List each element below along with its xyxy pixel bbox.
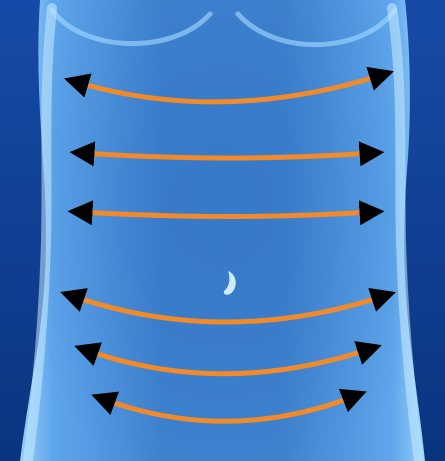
torso-shade bbox=[20, 0, 425, 461]
